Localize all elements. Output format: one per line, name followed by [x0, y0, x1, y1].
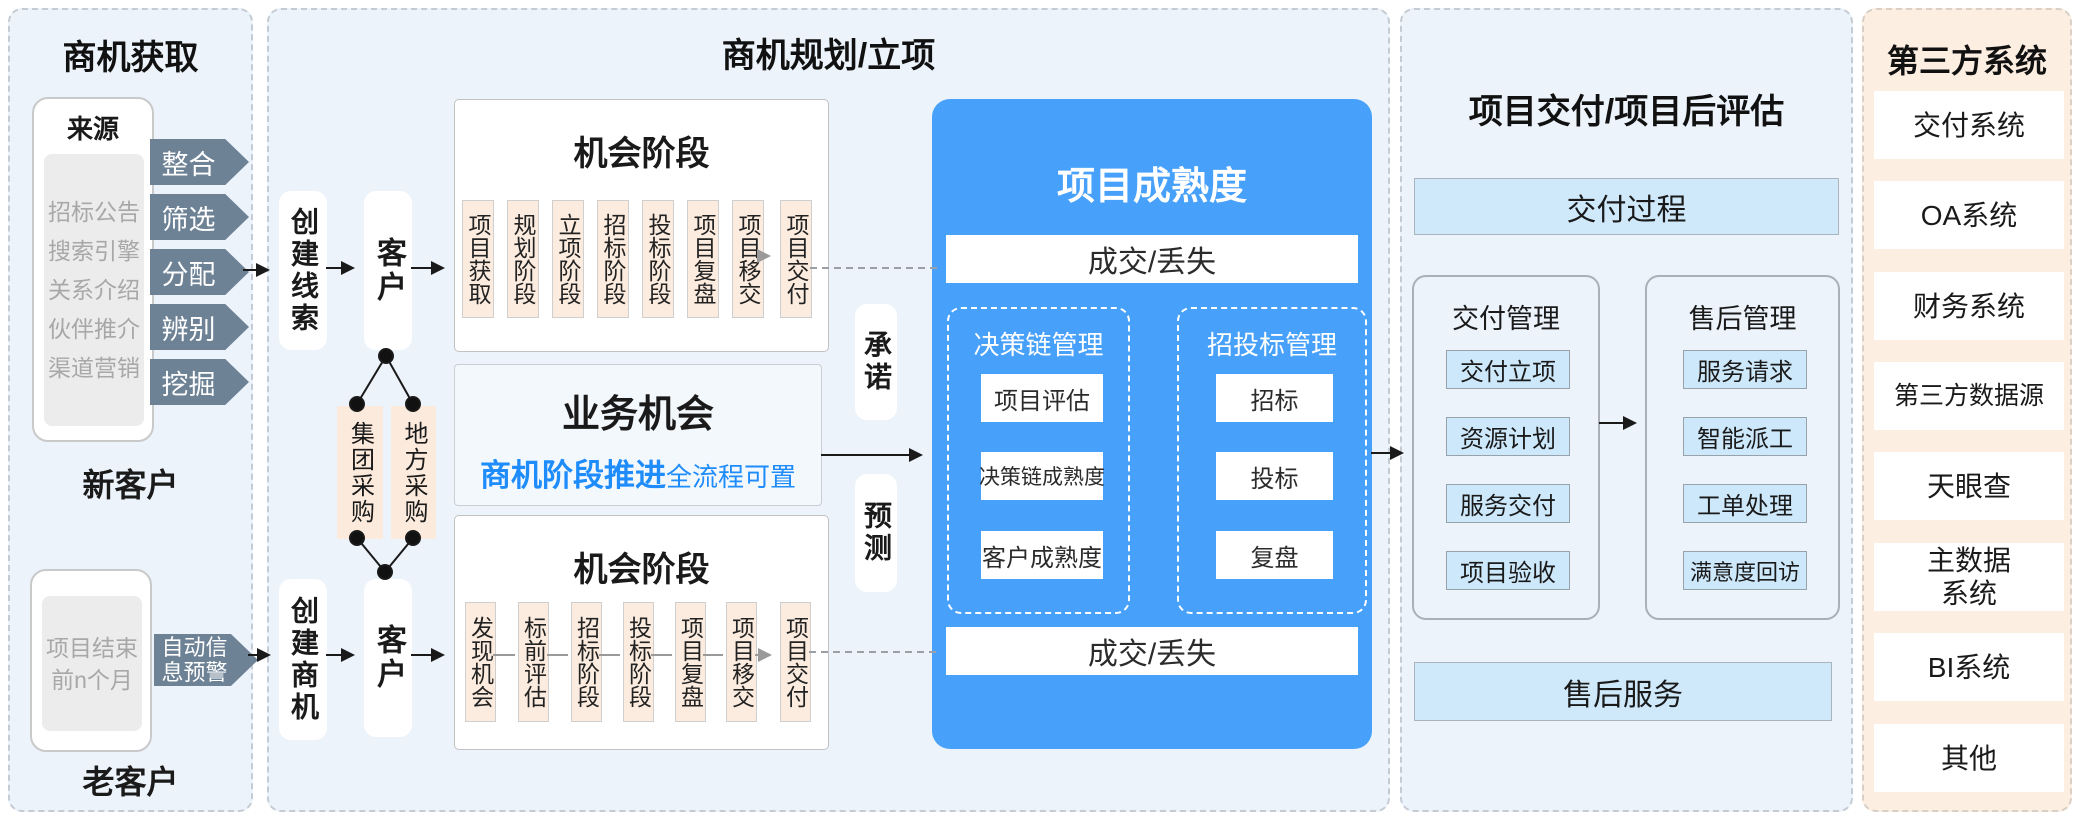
stage-item: 项目获取 [462, 200, 494, 318]
panel-thirdparty-title: 第三方系统 [1886, 43, 2047, 79]
panel-project-delivery: 项目交付/项目后评估 交付过程 交付管理 交付立项资源计划服务交付项目验收 售后… [1400, 8, 1853, 812]
decision-chain-item: 决策链成熟度 [979, 452, 1105, 500]
panel-opportunity-planning: 商机规划/立项 创建线索 客户 集团采购 地方采购 创建商机 客户 机会阶段 项… [267, 8, 1390, 812]
business-opportunity-title: 业务机会 [561, 394, 714, 436]
deal-lost-bar-top: 成交/丢失 [946, 235, 1358, 283]
subtitle-main: 商机阶段推进 [479, 458, 666, 493]
decision-chain-item: 项目评估 [981, 374, 1103, 422]
panel-planning-title: 商机规划/立项 [721, 37, 936, 75]
aftersales-management-item: 服务请求 [1683, 350, 1807, 389]
deal-lost-bar-bottom: 成交/丢失 [946, 627, 1358, 675]
third-party-system-item: 主数据 系统 [1874, 543, 2064, 611]
stage-item: 投标阶段 [623, 602, 654, 722]
opportunity-stage-box-top: 机会阶段 项目获取规划阶段立项阶段招标阶段投标阶段项目复盘项目移交项目交付 [454, 99, 829, 352]
decision-chain-title: 决策链管理 [973, 330, 1104, 360]
third-party-system-item: 天眼查 [1874, 452, 2064, 520]
customer-top-node: 客户 [364, 191, 412, 350]
stage-item: 招标阶段 [597, 200, 629, 318]
third-party-system-item: 财务系统 [1874, 272, 2064, 340]
local-procurement-node: 地方采购 [391, 406, 436, 539]
business-opportunity-subtitle: 商机阶段推进全流程可置 [455, 450, 821, 495]
lead-source-item: 搜索引擎 [48, 237, 140, 264]
aftersales-management-box: 售后管理 服务请求智能派工工单处理满意度回访 [1645, 275, 1840, 620]
panel-acquisition-title: 商机获取 [62, 39, 199, 77]
stage-item: 项目复盘 [675, 602, 706, 722]
aftersales-management-item: 满意度回访 [1683, 551, 1807, 590]
stage-box-top-title: 机会阶段 [573, 135, 710, 173]
lead-action-chevron: 整合 [150, 139, 249, 185]
bidding-title: 招投标管理 [1206, 330, 1337, 360]
lead-source-item: 渠道营销 [48, 354, 140, 381]
panel-delivery-title: 项目交付/项目后评估 [1468, 93, 1785, 131]
stage-item: 立项阶段 [552, 200, 584, 318]
lead-source-list: 招标公告搜索引擎关系介绍伙伴推介渠道营销 [44, 154, 144, 426]
lead-source-label: 来源 [66, 114, 119, 144]
project-maturity-title: 项目成熟度 [1056, 166, 1247, 208]
lead-action-chevrons: 整合筛选分配辨别挖掘 [150, 139, 249, 405]
stage-row-top: 项目获取规划阶段立项阶段招标阶段投标阶段项目复盘项目移交项目交付 [455, 200, 828, 318]
stage-item: 项目交付 [780, 200, 812, 318]
lead-action-chevron: 辨别 [150, 304, 249, 350]
new-customer-label: 新客户 [82, 467, 179, 503]
old-customer-label: 老客户 [82, 764, 179, 800]
stage-item: 项目移交 [732, 200, 764, 318]
decision-chain-box: 决策链管理 项目评估决策链成熟度客户成熟度 [947, 307, 1130, 614]
forecast-node: 预测 [855, 474, 897, 592]
third-party-system-item: BI系统 [1874, 633, 2064, 701]
lead-source-box: 来源 招标公告搜索引擎关系介绍伙伴推介渠道营销 [32, 97, 154, 442]
stage-item: 投标阶段 [642, 200, 674, 318]
stage-row-bottom: 发现机会标前评估招标阶段投标阶段项目复盘项目移交项目交付 [455, 602, 828, 722]
stage-item: 项目复盘 [687, 200, 719, 318]
delivery-management-title: 交付管理 [1452, 304, 1560, 334]
aftersales-management-item: 工单处理 [1683, 484, 1807, 523]
project-maturity-box: 项目成熟度 成交/丢失 决策链管理 项目评估决策链成熟度客户成熟度 招投标管理 … [932, 99, 1372, 749]
create-lead-node: 创建线索 [279, 191, 327, 350]
stage-item: 规划阶段 [507, 200, 539, 318]
third-party-system-item: 交付系统 [1874, 91, 2064, 159]
aftersales-management-title: 售后管理 [1688, 304, 1797, 334]
old-customer-trigger-box: 项目结束 前n个月 [30, 569, 152, 752]
business-opportunity-box: 业务机会 商机阶段推进全流程可置 [454, 364, 822, 506]
lead-source-item: 伙伴推介 [48, 315, 140, 342]
old-customer-trigger-text: 项目结束 前n个月 [42, 596, 142, 731]
lead-action-chevron: 筛选 [150, 194, 249, 240]
delivery-process-bar: 交付过程 [1414, 178, 1839, 235]
bidding-box: 招投标管理 招标投标复盘 [1177, 307, 1367, 614]
auto-alert-chevron: 自动信息预警 [154, 634, 258, 686]
stage-item: 招标阶段 [571, 602, 602, 722]
third-party-system-item: 其他 [1874, 724, 2064, 792]
stage-item: 项目移交 [726, 602, 757, 722]
subtitle-small: 全流程可置 [665, 462, 796, 492]
customer-bottom-node: 客户 [364, 579, 412, 737]
lead-source-item: 关系介绍 [48, 276, 140, 303]
stage-item: 发现机会 [465, 602, 496, 722]
delivery-management-item: 项目验收 [1446, 551, 1570, 590]
lead-action-chevron: 挖掘 [150, 359, 249, 405]
group-procurement-node: 集团采购 [337, 406, 383, 539]
opportunity-stage-box-bottom: 机会阶段 发现机会标前评估招标阶段投标阶段项目复盘项目移交项目交付 [454, 515, 829, 750]
bidding-item: 投标 [1216, 452, 1333, 500]
bidding-item: 复盘 [1216, 531, 1333, 579]
aftersales-service-bar: 售后服务 [1414, 662, 1832, 721]
delivery-management-box: 交付管理 交付立项资源计划服务交付项目验收 [1412, 275, 1600, 620]
panel-opportunity-acquisition: 商机获取 来源 招标公告搜索引擎关系介绍伙伴推介渠道营销 整合筛选分配辨别挖掘 … [8, 8, 258, 812]
commitment-node: 承诺 [855, 304, 897, 420]
stage-box-bottom-title: 机会阶段 [573, 551, 710, 589]
decision-chain-item: 客户成熟度 [981, 531, 1103, 579]
aftersales-management-item: 智能派工 [1683, 417, 1807, 456]
panel-third-party-systems: 第三方系统 交付系统 OA系统财务系统第三方数据源天眼查主数据 系统 BI系统其他 [1862, 8, 2072, 812]
delivery-management-item: 资源计划 [1446, 417, 1570, 456]
bidding-item: 招标 [1216, 374, 1333, 422]
delivery-management-item: 交付立项 [1446, 350, 1570, 389]
lead-source-item: 招标公告 [48, 198, 140, 225]
lead-action-chevron: 分配 [150, 249, 249, 295]
stage-item: 项目交付 [780, 602, 811, 722]
create-opportunity-node: 创建商机 [279, 579, 327, 740]
stage-item: 标前评估 [518, 602, 549, 722]
third-party-system-item: OA系统 [1874, 181, 2064, 249]
delivery-management-item: 服务交付 [1446, 484, 1570, 523]
third-party-system-item: 第三方数据源 [1874, 362, 2064, 430]
